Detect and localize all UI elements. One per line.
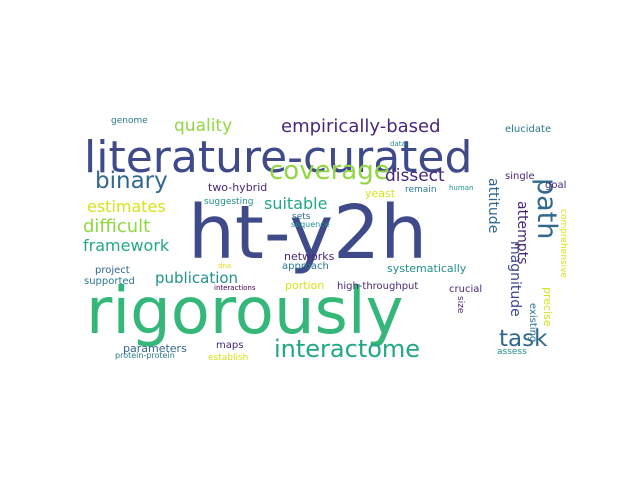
- word-approach: approach: [282, 261, 329, 272]
- word-high-throughput: high-throughput: [337, 281, 419, 292]
- word-existing: existing: [527, 303, 538, 343]
- word-project: project: [95, 265, 130, 276]
- word-interactions: interactions: [214, 284, 256, 292]
- word-coverage: coverage: [269, 156, 390, 186]
- word-sequence: sequence: [291, 220, 330, 229]
- word-quality: quality: [174, 116, 233, 136]
- word-publication: publication: [155, 269, 239, 287]
- word-protein-protein: protein-protein: [115, 351, 175, 360]
- word-framework: framework: [83, 236, 170, 255]
- word-path: path: [531, 178, 562, 240]
- word-supported: supported: [84, 276, 135, 287]
- word-binary: binary: [95, 168, 168, 194]
- word-networks: networks: [284, 250, 335, 263]
- word-dissect: dissect: [385, 166, 445, 186]
- word-yeast: yeast: [365, 187, 396, 200]
- word-ht-y2h: ht-y2h: [188, 190, 428, 276]
- word-human: human: [449, 184, 474, 192]
- word-estimates: estimates: [87, 197, 166, 216]
- word-size: size: [455, 296, 465, 314]
- word-suitable: suitable: [264, 194, 328, 213]
- word-rigorously: rigorously: [86, 275, 404, 349]
- word-crucial: crucial: [449, 284, 483, 295]
- word-suggesting: suggesting: [204, 197, 254, 207]
- word-dna: dna: [218, 262, 232, 270]
- word-remain: remain: [405, 185, 437, 195]
- word-magnitude: magnitude: [507, 241, 523, 317]
- word-single: single: [505, 171, 535, 182]
- word-systematically: systematically: [387, 262, 467, 275]
- word-goal: goal: [545, 180, 567, 191]
- word-portion: portion: [285, 279, 325, 292]
- word-two-hybrid: two-hybrid: [208, 181, 268, 194]
- word-parameters: parameters: [123, 342, 187, 355]
- word-sets: sets: [292, 212, 311, 222]
- word-interactome: interactome: [274, 335, 421, 363]
- word-task: task: [499, 326, 548, 352]
- word-maps: maps: [216, 340, 244, 351]
- word-attempts: attempts: [514, 201, 530, 265]
- word-establish: establish: [208, 353, 249, 363]
- word-difficult: difficult: [83, 216, 151, 237]
- word-genome: genome: [111, 116, 148, 126]
- word-precise: precise: [541, 287, 554, 327]
- word-comprehensive: comprehensive: [558, 209, 568, 278]
- word-empirically-based: empirically-based: [281, 116, 441, 137]
- word-literature-curated: literature-curated: [84, 132, 473, 183]
- word-assess: assess: [497, 347, 527, 357]
- word-data: data: [390, 140, 406, 148]
- word-elucidate: elucidate: [505, 124, 552, 135]
- word-attitude: attitude: [485, 178, 501, 234]
